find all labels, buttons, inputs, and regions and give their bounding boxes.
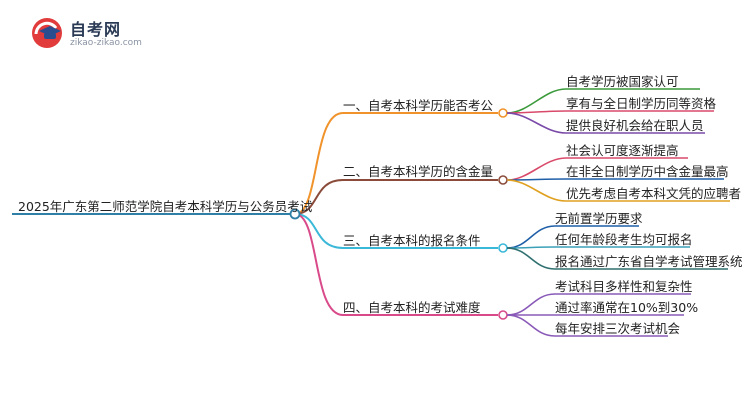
branch-3-child-1-connector: [506, 225, 556, 249]
branch-1-child-3-connector: [506, 112, 567, 134]
branch-3-node: [498, 243, 508, 253]
branch-4-child-1: 考试科目多样性和复杂性: [555, 279, 693, 294]
branch-2-child-1: 社会认可度逐渐提高: [566, 143, 679, 158]
branch-1-child-3: 提供良好机会给在职人员: [566, 118, 704, 133]
branch-3-label: 三、自考本科的报名条件: [343, 233, 481, 248]
branch-2-child-1-connector: [506, 157, 567, 181]
branch-4-child-1-connector: [506, 293, 556, 316]
branch-4-label: 四、自考本科的考试难度: [343, 300, 481, 315]
branch-1-label: 一、自考本科学历能否考公: [343, 98, 494, 113]
branch-2-child-2: 在非全日制学历中含金量最高: [566, 164, 729, 179]
branch-3-child-3: 报名通过广东省自学考试管理系统: [555, 254, 743, 269]
branch-3-child-2: 任何年龄段考生均可报名: [555, 232, 693, 247]
branch-4-child-3-connector: [506, 314, 556, 337]
branch-1-child-2: 享有与全日制学历同等资格: [566, 96, 717, 111]
branch-2-child-3-connector: [506, 179, 567, 202]
logo-title: 自考网: [70, 20, 122, 39]
branch-2-label: 二、自考本科学历的含金量: [343, 164, 494, 179]
branch-2-connector: [294, 179, 344, 215]
branch-1-child-1-connector: [506, 88, 567, 114]
branch-3-child-3-connector: [506, 247, 556, 270]
branch-3-connector: [294, 213, 344, 249]
branch-4-node: [498, 310, 508, 320]
branch-2-node: [498, 175, 508, 185]
branch-2-child-3: 优先考虑自考本科文凭的应聘者: [566, 186, 742, 201]
branch-1-connector: [294, 112, 344, 215]
branch-4-connector: [294, 213, 344, 316]
branch-4-child-2: 通过率通常在10%到30%: [555, 300, 699, 315]
graduation-cap-icon: [32, 18, 62, 48]
branch-2-child-2-connector: [506, 178, 567, 181]
logo-subtitle: zikao-zikao.com: [70, 38, 142, 48]
branch-3-child-2-connector: [506, 246, 556, 249]
site-logo[interactable]: 自考网 zikao-zikao.com: [30, 14, 170, 54]
branch-3-child-1: 无前置学历要求: [555, 211, 643, 226]
branch-1-node: [498, 108, 508, 118]
root-node-label: 2025年广东第二师范学院自考本科学历与公务员考试: [18, 199, 313, 214]
root-node: [289, 208, 301, 220]
branch-4-child-3: 每年安排三次考试机会: [555, 321, 681, 336]
branch-1-child-1: 自考学历被国家认可: [566, 74, 679, 89]
